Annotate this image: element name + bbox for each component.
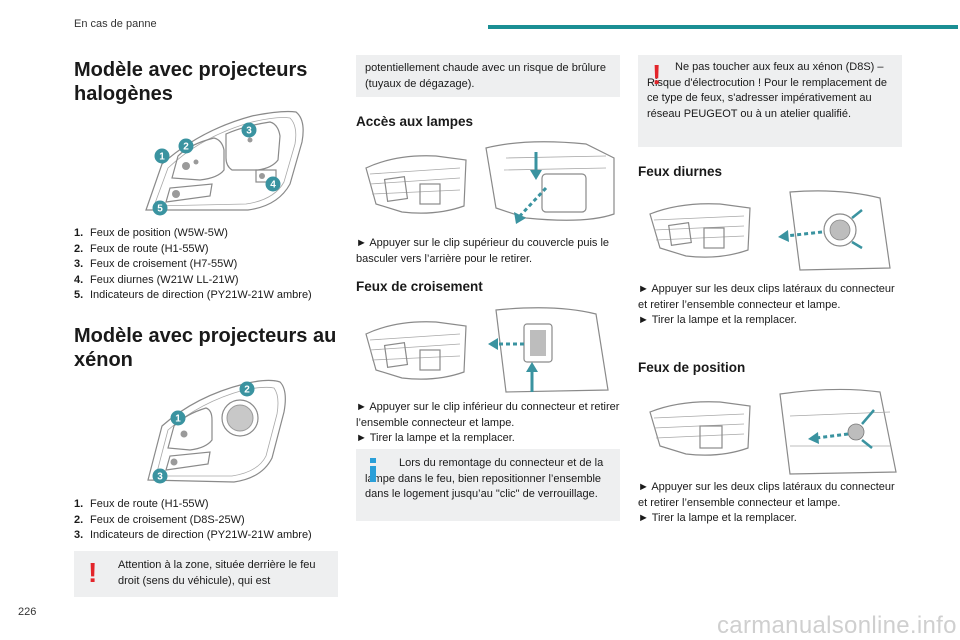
acces-title: Accès aux lampes — [356, 114, 474, 129]
callout-badge-1: 1 — [154, 148, 170, 164]
diurnes-diagram — [649, 190, 891, 271]
svg-text:2: 2 — [244, 385, 250, 396]
svg-text:4: 4 — [270, 180, 276, 191]
svg-text:1: 1 — [159, 152, 165, 163]
xenon-headlamp-diagram: 1 2 3 — [147, 379, 286, 484]
warning-box-heat: ! Attention à la zone, située derrière l… — [74, 551, 338, 597]
warning-exclamation-icon: ! — [652, 59, 662, 90]
callout-badge-2: 2 — [239, 381, 255, 397]
svg-text:5: 5 — [157, 204, 163, 215]
info-icon — [370, 458, 376, 482]
position-instructions: ► Appuyer sur les deux clips latéraux du… — [638, 481, 895, 524]
svg-text:3: 3 — [157, 472, 163, 483]
diurnes-title: Feux diurnes — [638, 164, 723, 179]
callout-badge-2: 2 — [178, 138, 194, 154]
info-box-reassembly: Lors du remontage du connecteur et de la… — [356, 449, 620, 521]
header-accent-bar — [488, 25, 958, 29]
croisement-title: Feux de croisement — [356, 279, 483, 294]
svg-text:2: 2 — [183, 142, 189, 153]
svg-text:1: 1 — [175, 414, 181, 425]
warning-box-xenon: ! Ne pas toucher aux feux au xénon (D8S)… — [638, 55, 902, 147]
list-item: 2.Feux de croisement (D8S-25W) — [74, 513, 245, 526]
list-item: 2.Feux de route (H1-55W) — [74, 242, 209, 255]
xenon-title: Modèle avec projecteurs au xénon — [74, 325, 337, 371]
warning-box-heat-continued: potentiellement chaude avec un risque de… — [356, 55, 620, 97]
list-item: 3.Indicateurs de direction (PY21W-21W am… — [74, 529, 312, 541]
position-diagram — [649, 388, 897, 475]
section-header: En cas de panne — [74, 18, 157, 30]
watermark: carmanualsonline.info — [717, 612, 957, 639]
halogen-bulb-list: 1.Feux de position (W5W-5W) 2.Feux de ro… — [74, 226, 339, 304]
acces-diagram — [365, 141, 615, 224]
list-item: 1.Feux de position (W5W-5W) — [74, 227, 228, 239]
callout-badge-1: 1 — [170, 410, 186, 426]
page-number: 226 — [18, 606, 37, 618]
position-title: Feux de position — [638, 360, 746, 375]
callout-badge-3: 3 — [152, 468, 168, 484]
callout-badge-5: 5 — [152, 200, 168, 216]
xenon-bulb-list: 1.Feux de route (H1-55W) 2.Feux de crois… — [74, 497, 339, 544]
svg-text:3: 3 — [246, 126, 252, 137]
list-item: 4.Feux diurnes (W21W LL-21W) — [74, 273, 239, 286]
callout-badge-3: 3 — [241, 122, 257, 138]
croisement-instructions: ► Appuyer sur le clip inférieur du conne… — [356, 401, 620, 444]
diurnes-instructions: ► Appuyer sur les deux clips latéraux du… — [638, 283, 895, 326]
croisement-diagram — [365, 307, 609, 393]
halogen-title: Modèle avec projecteurs halogènes — [74, 59, 308, 105]
warning-exclamation-icon: ! — [88, 557, 98, 588]
list-item: 1.Feux de route (H1-55W) — [74, 498, 209, 510]
list-item: 3.Feux de croisement (H7-55W) — [74, 258, 238, 270]
list-item: 5.Indicateurs de direction (PY21W-21W am… — [74, 289, 312, 301]
callout-badge-4: 4 — [265, 176, 281, 192]
halogen-headlamp-diagram: 1 2 3 4 5 — [145, 110, 304, 216]
acces-instruction: ► Appuyer sur le clip supérieur du couve… — [356, 237, 610, 265]
